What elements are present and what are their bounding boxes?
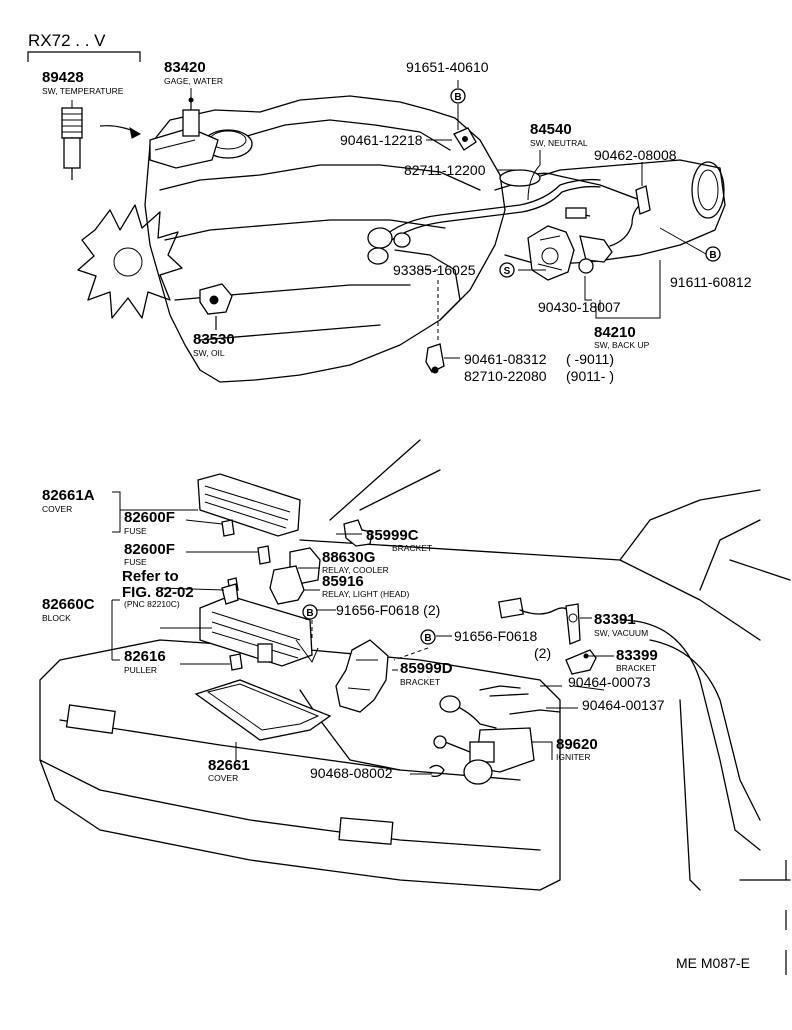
vacuum-bracket-icon xyxy=(565,649,597,675)
part-number-89620: 89620 xyxy=(556,736,598,753)
svg-text:S: S xyxy=(504,266,511,277)
part-qty-91656-lower: (2) xyxy=(534,645,551,661)
bolt-symbol-icon: B xyxy=(420,629,436,645)
part-number-83399: 83399 xyxy=(616,647,658,664)
model-bracket xyxy=(27,51,141,62)
engine-drawing xyxy=(77,95,726,383)
part-number-82661: 82661 xyxy=(208,757,250,774)
part-number-84210: 84210 xyxy=(594,324,636,341)
part-desc-82616: PULLER xyxy=(124,665,157,675)
part-range-82710: (9011- ) xyxy=(566,368,614,384)
wire-harness-top xyxy=(367,169,651,281)
part-desc-83420: GAGE, WATER xyxy=(164,76,223,86)
part-number-91656-lower: 91656-F0618 xyxy=(454,628,538,644)
part-desc-89428: SW, TEMPERATURE xyxy=(42,86,124,96)
part-number-83391: 83391 xyxy=(594,611,636,628)
part-desc-82661: COVER xyxy=(208,773,238,783)
part-number-90464-b: 90464-00137 xyxy=(582,697,665,713)
refer-line1: Refer to xyxy=(122,568,179,585)
part-number-83420: 83420 xyxy=(164,59,206,76)
part-desc-83391: SW, VACUUM xyxy=(594,628,648,638)
seal-symbol-icon: S xyxy=(499,262,515,278)
svg-text:B: B xyxy=(306,608,313,619)
part-number-82600F-1: 82600F xyxy=(124,509,175,526)
part-desc-88630G: RELAY, COOLER xyxy=(322,565,389,575)
bolt-symbol-icon: B xyxy=(302,604,318,620)
part-desc-82600F-1: FUSE xyxy=(124,526,147,536)
part-desc-82600F-2: FUSE xyxy=(124,557,147,567)
part-number-90461-lower: 90461-08312 xyxy=(464,351,547,367)
part-number-82660C: 82660C xyxy=(42,596,95,613)
refer-link[interactable]: FIG. 82-02 xyxy=(122,584,194,601)
part-desc-85999D: BRACKET xyxy=(400,677,440,687)
svg-text:B: B xyxy=(454,92,461,103)
leader-lines-bottom xyxy=(111,491,614,775)
part-range-90461-lower: ( -9011) xyxy=(566,351,614,367)
part-number-82661A: 82661A xyxy=(42,487,95,504)
part-number-85999C: 85999C xyxy=(366,527,419,544)
part-number-83530: 83530 xyxy=(193,331,235,348)
part-desc-84210: SW, BACK UP xyxy=(594,340,650,350)
leader-lines-top xyxy=(71,80,707,359)
refer-line3: (PNC 82210C) xyxy=(124,599,180,609)
part-number-85999D: 85999D xyxy=(400,660,453,677)
car-front-drawing xyxy=(39,439,791,891)
oil-switch-icon xyxy=(199,283,233,330)
clamp-icon xyxy=(453,127,477,151)
svg-text:B: B xyxy=(424,633,431,644)
part-number-91611: 91611-60812 xyxy=(670,274,752,290)
temperature-switch-arrowhead xyxy=(129,126,142,139)
temperature-switch-icon xyxy=(61,107,83,180)
part-desc-89620: IGNITER xyxy=(556,752,590,762)
figure-code: ME M087-E xyxy=(676,955,750,971)
part-desc-82661A: COVER xyxy=(42,504,72,514)
part-desc-84540: SW, NEUTRAL xyxy=(530,138,588,148)
water-gage-sender-icon xyxy=(182,97,200,137)
bolt-symbol-icon: B xyxy=(705,246,721,262)
part-number-93385: 93385-16025 xyxy=(393,262,476,278)
part-number-91651: 91651-40610 xyxy=(406,59,489,75)
part-desc-85916: RELAY, LIGHT (HEAD) xyxy=(322,589,410,599)
part-desc-85999C: BRACKET xyxy=(392,543,432,553)
part-desc-82660C: BLOCK xyxy=(42,613,71,623)
vacuum-switch-icon xyxy=(498,597,581,645)
part-number-89428: 89428 xyxy=(42,69,84,86)
part-number-90462: 90462-08008 xyxy=(594,147,677,163)
part-number-82711: 82711-12200 xyxy=(404,162,486,178)
part-number-85916: 85916 xyxy=(322,573,364,590)
part-number-88630G: 88630G xyxy=(322,549,375,566)
part-number-90464-a: 90464-00073 xyxy=(568,674,651,690)
part-number-84540: 84540 xyxy=(530,121,572,138)
bolt-symbol-icon: B xyxy=(450,88,466,104)
part-desc-83399: BRACKET xyxy=(616,663,656,673)
part-number-90430: 90430-18007 xyxy=(538,299,621,315)
svg-text:B: B xyxy=(709,250,716,261)
part-number-90468: 90468-08002 xyxy=(310,765,393,781)
igniter-icon xyxy=(429,685,561,785)
part-number-82710: 82710-22080 xyxy=(464,368,547,384)
part-number-82600F-2: 82600F xyxy=(124,541,175,558)
part-number-90461-upper: 90461-12218 xyxy=(340,132,423,148)
relay-block-icon xyxy=(194,473,373,741)
part-desc-83530: SW, OIL xyxy=(193,348,225,358)
lower-clamp-icon xyxy=(425,343,445,374)
bracket-icon xyxy=(335,639,389,713)
part-number-82616: 82616 xyxy=(124,648,166,665)
model-code: RX72 . . V xyxy=(28,31,106,50)
part-number-91656-upper: 91656-F0618 (2) xyxy=(336,602,440,618)
